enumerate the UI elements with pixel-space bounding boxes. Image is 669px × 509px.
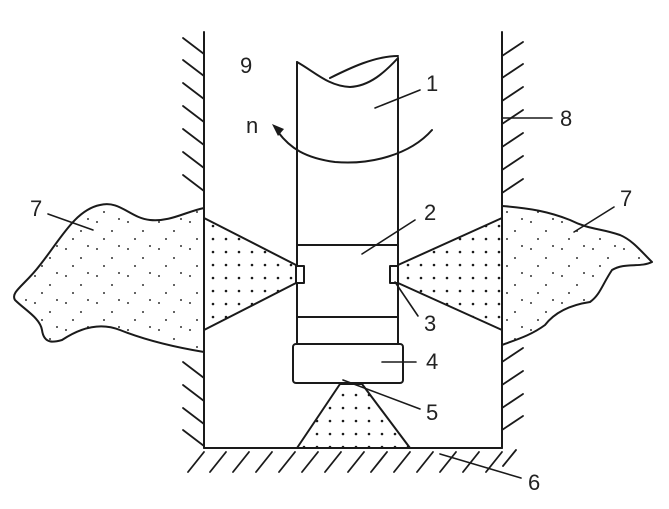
pipe-break-curve [296, 57, 399, 88]
label-6: 6 [528, 470, 541, 495]
rotation-arrow [277, 129, 433, 164]
rotation-arrowhead [272, 124, 284, 136]
right-jet-cone [397, 217, 503, 331]
label-3: 3 [424, 311, 437, 336]
pipe-break-curve-back [329, 55, 399, 79]
left-jet-cone [203, 217, 297, 331]
label-4: 4 [426, 349, 439, 374]
right-wall-hatching [501, 41, 524, 431]
label-5: 5 [426, 400, 439, 425]
right-nozzle [389, 265, 399, 284]
label-8: 8 [560, 106, 573, 131]
bottom-jet-cone [296, 383, 411, 449]
label-7-left: 7 [30, 196, 43, 221]
label-9: 9 [240, 53, 253, 78]
bottom-sub [292, 343, 404, 384]
label-2: 2 [424, 200, 437, 225]
left-nozzle [295, 265, 305, 284]
bottom-hatching [187, 449, 517, 473]
label-1: 1 [426, 71, 439, 96]
label-7-right: 7 [620, 186, 633, 211]
right-cavity-formation [501, 205, 653, 346]
label-n: n [246, 113, 259, 138]
left-cavity-formation [13, 203, 205, 353]
left-wall-hatching [182, 37, 205, 447]
leader-lines [47, 89, 615, 479]
